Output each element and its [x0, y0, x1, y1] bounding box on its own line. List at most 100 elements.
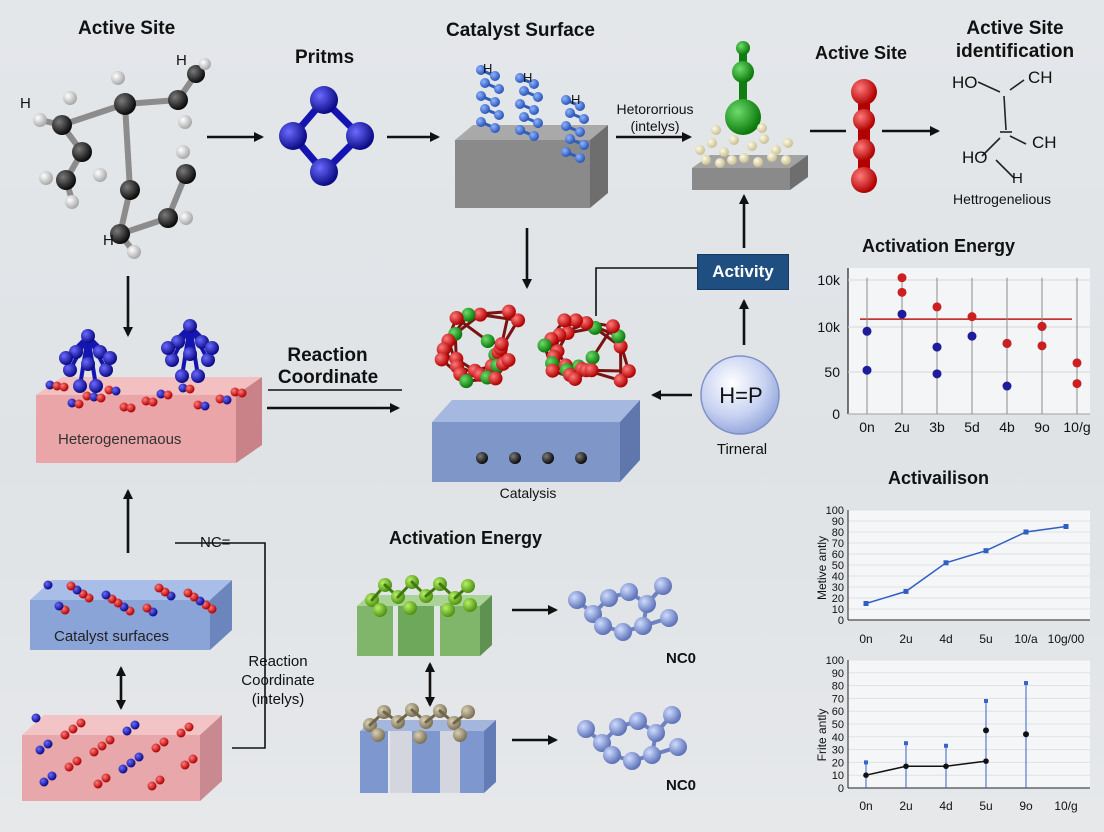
- y-tick-label: 0: [838, 783, 844, 795]
- surface-atom: [719, 147, 729, 157]
- y-tick-label: 0: [832, 406, 840, 422]
- x-tick-label: 10/g: [1054, 799, 1077, 813]
- surface-atom: [490, 97, 500, 107]
- cluster-atom: [568, 371, 583, 386]
- surface-atom: [783, 138, 793, 148]
- steel-atom: [634, 617, 652, 635]
- surface-atom: [715, 158, 725, 168]
- green-atom: [373, 603, 387, 617]
- surface-atom: [480, 78, 490, 88]
- x-tick-label: 5d: [964, 419, 980, 435]
- steel-atom: [609, 718, 627, 736]
- surface-atom: [515, 73, 525, 83]
- scatter-point: [1037, 341, 1047, 351]
- arrows: [116, 126, 940, 745]
- surface-atom: [739, 153, 749, 163]
- x-tick-label: 4d: [939, 632, 952, 646]
- surface-atom: [184, 722, 194, 732]
- ch-bottom: CH: [1032, 133, 1057, 152]
- cluster-atom: [459, 374, 474, 389]
- stem-marker: [904, 741, 908, 746]
- green-active-site-atom: [725, 41, 761, 135]
- h-struct: H: [1012, 170, 1023, 187]
- y-tick-label: 30: [832, 745, 844, 757]
- scatter-point: [862, 326, 872, 336]
- surface-atom: [159, 737, 169, 747]
- y-tick-label: 10k: [817, 272, 841, 288]
- surface-atom: [494, 84, 504, 94]
- series-point: [943, 560, 949, 566]
- scatter-point: [932, 342, 942, 352]
- surface-atom: [47, 771, 57, 781]
- cluster-atom: [434, 352, 449, 367]
- surface-atom: [60, 730, 70, 740]
- steel-atom: [660, 609, 678, 627]
- surface-atom: [490, 123, 500, 133]
- y-tick-label: 20: [832, 593, 844, 605]
- steel-atom: [654, 577, 672, 595]
- h-surface-3: H: [571, 92, 581, 107]
- cluster-atom: [613, 373, 628, 388]
- hp-circle-label: H=P: [719, 383, 763, 408]
- active-site-identification-line2: identification: [955, 41, 1075, 62]
- active-site-identification-line1: Active Site: [966, 18, 1064, 39]
- y-axis-label: Frite antly: [815, 709, 829, 762]
- surface-atom: [476, 91, 486, 101]
- green-atom: [463, 598, 477, 612]
- series-point: [1023, 731, 1029, 738]
- surface-atom: [529, 131, 539, 141]
- pritms-title: Pritms: [295, 47, 355, 68]
- structural-formula: [977, 79, 1027, 179]
- surface-atom: [180, 760, 190, 770]
- y-tick-label: 60: [832, 706, 844, 718]
- y-tick-label: 70: [832, 693, 844, 705]
- scatter-point: [1002, 338, 1012, 348]
- stem-marker: [984, 698, 988, 703]
- surface-atom: [66, 581, 76, 591]
- blue-atom: [205, 341, 219, 355]
- activity-box: Activity: [697, 254, 789, 290]
- x-tick-label: 2u: [899, 799, 912, 813]
- surface-atom: [533, 92, 543, 102]
- nc-bracket-label: NC=: [200, 534, 231, 551]
- catalysis-label: Catalysis: [499, 485, 557, 501]
- green-atom: [403, 601, 417, 615]
- surface-atom: [519, 112, 529, 122]
- blue-atom: [161, 341, 175, 355]
- blue-atom: [89, 379, 103, 393]
- x-tick-label: 5u: [979, 799, 992, 813]
- series-point: [1023, 529, 1029, 535]
- surface-atom: [147, 781, 157, 791]
- x-tick-label: 10/a: [1014, 632, 1038, 646]
- blue-atom: [183, 347, 197, 361]
- surface-atom: [52, 381, 62, 391]
- cluster-atom: [605, 319, 620, 334]
- cluster-atom: [501, 353, 516, 368]
- surface-atom: [111, 386, 121, 396]
- scatter-point: [862, 365, 872, 375]
- x-tick-label: 3b: [929, 419, 945, 435]
- steel-atom: [647, 724, 665, 742]
- series-point: [943, 763, 949, 770]
- blue-atom: [103, 351, 117, 365]
- surface-atom: [711, 125, 721, 135]
- cluster-atom: [545, 363, 560, 378]
- tan-atom: [413, 730, 427, 744]
- scatter-point: [1037, 321, 1047, 331]
- surface-atom: [565, 134, 575, 144]
- cluster-atom: [621, 364, 636, 379]
- scatter-point: [1072, 379, 1082, 389]
- surface-atom: [156, 389, 166, 399]
- red-active-site-column: [851, 79, 877, 193]
- series-point: [983, 758, 989, 764]
- blue-atom: [63, 363, 77, 377]
- surface-atom: [579, 114, 589, 124]
- surface-atom: [753, 157, 763, 167]
- y-tick-label: 50: [832, 560, 844, 572]
- surface-atom: [97, 741, 107, 751]
- cluster-atom: [449, 310, 464, 325]
- x-tick-label: 5u: [979, 632, 992, 646]
- surface-atom: [695, 145, 705, 155]
- y-tick-label: 100: [826, 505, 844, 517]
- h-label-top: H: [176, 52, 187, 69]
